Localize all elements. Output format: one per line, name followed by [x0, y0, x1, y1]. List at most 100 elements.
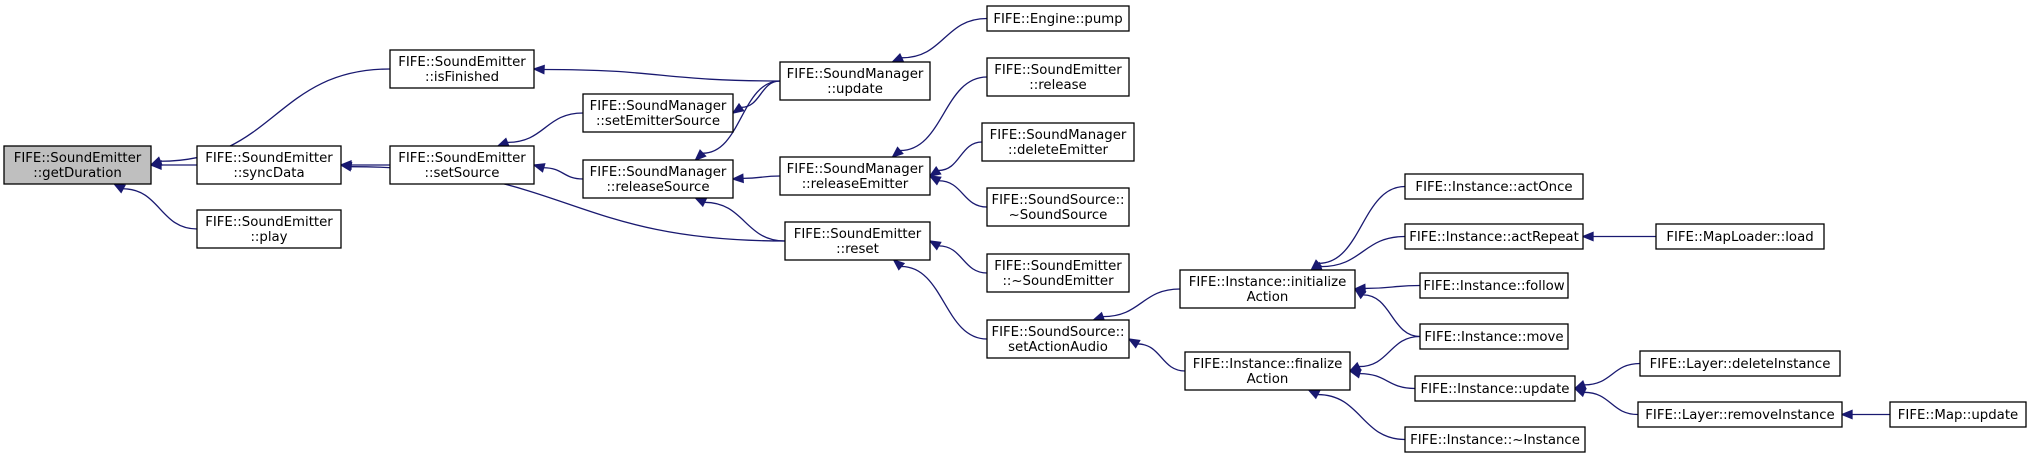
arrowhead-act-repeat — [1581, 231, 1594, 242]
node-box — [1419, 272, 1569, 299]
node-label-line: FIFE::Instance::follow — [1423, 279, 1564, 294]
node-sync-data[interactable]: FIFE::SoundEmitter::syncData — [196, 145, 342, 185]
node-label-line: FIFE::Instance::initialize — [1189, 275, 1347, 290]
node-delete-emitter[interactable]: FIFE::SoundManager::deleteEmitter — [981, 122, 1135, 162]
node-box — [1184, 351, 1351, 391]
node-box — [986, 187, 1130, 227]
node-label-line: FIFE::SoundManager — [590, 165, 727, 180]
node-label-line: Action — [1247, 290, 1289, 305]
node-label-line: FIFE::Instance::finalize — [1193, 357, 1343, 372]
node-set-emitter-source[interactable]: FIFE::SoundManager::setEmitterSource — [582, 93, 734, 133]
node-get-duration[interactable]: FIFE::SoundEmitter::getDuration — [3, 145, 152, 185]
node-se-release[interactable]: FIFE::SoundEmitter::release — [986, 57, 1130, 97]
node-label-line: ~SoundSource — [1009, 208, 1108, 223]
node-map-loader-load[interactable]: FIFE::MapLoader::load — [1655, 223, 1825, 250]
node-label-line: FIFE::SoundEmitter — [994, 63, 1122, 78]
node-label-line: ::releaseEmitter — [802, 177, 909, 192]
arrowhead-set-emitter-source — [731, 102, 745, 114]
node-follow[interactable]: FIFE::Instance::follow — [1419, 272, 1569, 299]
edge-follow-to-initialize-action — [1364, 284, 1421, 290]
arrowhead-release-source — [694, 149, 707, 162]
node-label-line: FIFE::SoundManager — [787, 162, 924, 177]
node-box — [779, 156, 931, 196]
node-label-line: FIFE::SoundManager — [990, 128, 1127, 143]
node-inst-dtor[interactable]: FIFE::Instance::~Instance — [1404, 426, 1586, 453]
node-set-source[interactable]: FIFE::SoundEmitter::setSource — [389, 145, 535, 185]
node-label-line: Action — [1247, 372, 1289, 387]
node-label-line: FIFE::Instance::actRepeat — [1409, 230, 1579, 245]
node-ss-dtor[interactable]: FIFE::SoundSource::~SoundSource — [986, 187, 1130, 227]
node-release-source[interactable]: FIFE::SoundManager::releaseSource — [582, 159, 734, 199]
node-box — [389, 49, 535, 89]
edge-reset-to-release-source — [704, 201, 786, 242]
node-label-line: FIFE::SoundSource:: — [991, 193, 1124, 208]
edge-set-emitter-source-to-set-source — [507, 112, 584, 144]
edge-act-repeat-to-initialize-action — [1320, 235, 1406, 268]
node-label-line: FIFE::SoundEmitter — [994, 259, 1122, 274]
node-se-dtor[interactable]: FIFE::SoundEmitter::~SoundEmitter — [986, 253, 1130, 293]
node-label-line: FIFE::Layer::deleteInstance — [1650, 357, 1831, 372]
arrowhead-sm-update — [890, 53, 905, 63]
node-box — [1655, 223, 1825, 250]
node-label-line: ::play — [250, 230, 287, 245]
node-inst-update[interactable]: FIFE::Instance::update — [1414, 375, 1576, 402]
edge-ss-dtor-to-release-emitter — [938, 180, 988, 208]
node-box — [389, 145, 535, 185]
call-edges — [112, 17, 1890, 441]
node-label-line: FIFE::Map::update — [1898, 408, 2018, 423]
edge-sm-update-to-is-finished — [543, 68, 781, 82]
call-nodes: FIFE::SoundEmitter::getDurationFIFE::Sou… — [3, 5, 2027, 453]
node-sm-update[interactable]: FIFE::SoundManager::update — [779, 61, 931, 101]
node-label-line: setActionAudio — [1008, 340, 1108, 355]
node-box — [1889, 401, 2027, 428]
node-label-line: ::isFinished — [425, 70, 499, 85]
arrowhead-is-finished — [532, 64, 545, 75]
arrowhead-reset — [892, 258, 906, 271]
node-label-line: FIFE::Layer::removeInstance — [1645, 408, 1834, 423]
edge-sm-update-to-set-emitter-source — [741, 80, 781, 109]
node-box — [1419, 323, 1569, 350]
edge-move-to-initialize-action — [1363, 294, 1421, 338]
node-label-line: FIFE::SoundManager — [590, 99, 727, 114]
edge-delete-emitter-to-release-emitter — [938, 141, 983, 172]
node-play[interactable]: FIFE::SoundEmitter::play — [196, 209, 342, 249]
edge-set-action-audio-to-reset — [901, 265, 988, 340]
arrowhead-set-source — [532, 163, 546, 173]
node-box — [1637, 401, 1843, 428]
node-release-emitter[interactable]: FIFE::SoundManager::releaseEmitter — [779, 156, 931, 196]
edge-initialize-action-to-set-action-audio — [1102, 288, 1181, 318]
node-label-line: ::setSource — [425, 166, 500, 181]
edge-delete-instance-to-inst-update — [1584, 362, 1641, 386]
node-delete-instance[interactable]: FIFE::Layer::deleteInstance — [1639, 350, 1841, 377]
node-remove-instance[interactable]: FIFE::Layer::removeInstance — [1637, 401, 1843, 428]
node-map-update[interactable]: FIFE::Map::update — [1889, 401, 2027, 428]
node-label-line: FIFE::Instance::~Instance — [1410, 433, 1580, 448]
edge-se-dtor-to-reset — [938, 245, 988, 274]
edge-engine-pump-to-sm-update — [901, 17, 988, 59]
node-box — [196, 145, 342, 185]
node-label-line: FIFE::SoundEmitter — [794, 227, 922, 242]
arrowhead-reset — [928, 240, 942, 251]
node-reset[interactable]: FIFE::SoundEmitter::reset — [784, 221, 931, 261]
node-set-action-audio[interactable]: FIFE::SoundSource::setActionAudio — [986, 319, 1130, 359]
node-label-line: FIFE::SoundEmitter — [205, 215, 333, 230]
node-box — [981, 122, 1135, 162]
node-label-line: FIFE::SoundSource:: — [991, 325, 1124, 340]
node-box — [986, 253, 1130, 293]
arrowhead-inst-update — [1573, 380, 1587, 390]
node-box — [1404, 426, 1586, 453]
node-box — [1404, 173, 1584, 200]
node-engine-pump[interactable]: FIFE::Engine::pump — [986, 5, 1130, 32]
arrowhead-finalize-action — [1348, 368, 1362, 379]
node-act-once[interactable]: FIFE::Instance::actOnce — [1404, 173, 1584, 200]
node-is-finished[interactable]: FIFE::SoundEmitter::isFinished — [389, 49, 535, 89]
arrowhead-finalize-action — [1307, 389, 1321, 400]
node-label-line: FIFE::SoundEmitter — [205, 151, 333, 166]
arrowhead-get-duration — [149, 160, 162, 170]
node-label-line: ::update — [827, 82, 883, 97]
node-move[interactable]: FIFE::Instance::move — [1419, 323, 1569, 350]
edge-release-source-to-set-source — [543, 167, 584, 180]
node-act-repeat[interactable]: FIFE::Instance::actRepeat — [1404, 223, 1584, 250]
